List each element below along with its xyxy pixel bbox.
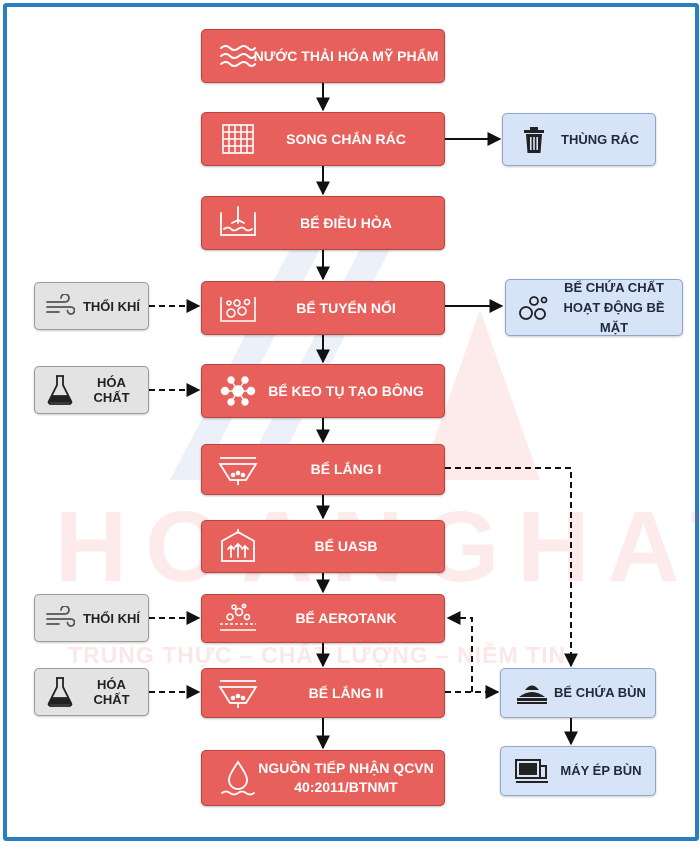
arrow-lang1-to-bun [445, 467, 578, 668]
settling-tank-icon [216, 673, 260, 713]
input-thoi-khi-2: THỔI KHÍ [34, 594, 149, 642]
input-hoa-chat-1: HÓA CHẤT [34, 366, 149, 414]
step-label: BỂ TUYỂN NỔI [296, 299, 396, 316]
grate-icon [216, 119, 260, 159]
step-be-uasb: BỂ UASB [201, 520, 445, 573]
output-label: BỂ CHỨA BÙN [554, 685, 646, 700]
step-label: BỂ AEROTANK [295, 610, 397, 626]
step-label: BỂ KEO TỤ TẠO BÔNG [268, 382, 424, 399]
output-thung-rac: THÙNG RÁC [502, 113, 656, 166]
trash-bin-icon [521, 125, 547, 155]
step-be-keo-tu: BỂ KEO TỤ TẠO BÔNG [201, 364, 445, 418]
step-label: BỂ ĐIỀU HÒA [300, 214, 392, 231]
aeration-tank-icon [216, 599, 260, 639]
press-machine-icon [513, 756, 551, 786]
output-label: MÁY ÉP BÙN [560, 763, 642, 778]
mixer-tank-icon [216, 203, 260, 243]
step-be-lang-1: BỂ LẮNG I [201, 444, 445, 495]
flask-icon [43, 675, 77, 709]
sludge-icon [515, 680, 549, 706]
flocculation-icon [216, 371, 260, 411]
output-be-chua-bun: BỂ CHỨA BÙN [500, 668, 656, 718]
step-label: NGUỒN TIẾP NHẬN QCVN 40:2011/BTNMT [258, 760, 434, 795]
arrow-return-sludge [446, 611, 473, 692]
input-label: THỔI KHÍ [82, 610, 141, 626]
output-label: BỂ CHỨA CHẤT HOẠT ĐỘNG BỀ MẶT [563, 279, 665, 335]
output-be-chua-chat: BỂ CHỨA CHẤT HOẠT ĐỘNG BỀ MẶT [505, 279, 683, 336]
settling-tank-icon [216, 450, 260, 490]
input-hoa-chat-2: HÓA CHẤT [34, 668, 149, 716]
input-label: HÓA CHẤT [93, 375, 130, 405]
step-label: BỂ LẮNG I [310, 461, 382, 477]
wind-icon [43, 289, 77, 323]
step-song-chan-rac: SONG CHẮN RÁC [201, 112, 445, 166]
uasb-tank-icon [216, 527, 260, 567]
step-be-aerotank: BỂ AEROTANK [201, 594, 445, 643]
step-label: BỂ UASB [314, 538, 378, 554]
step-be-tuyen-noi: BỂ TUYỂN NỔI [201, 281, 445, 335]
step-be-lang-2: BỂ LẮNG II [201, 668, 445, 718]
wave-icon [216, 36, 260, 76]
step-be-dieu-hoa: BỂ ĐIỀU HÒA [201, 196, 445, 250]
input-label: THỔI KHÍ [82, 298, 141, 314]
bubbles-tank-icon [216, 288, 260, 328]
step-nuoc-thai: NƯỚC THẢI HÓA MỸ PHẨM [201, 29, 445, 83]
output-may-ep-bun: MÁY ÉP BÙN [500, 746, 656, 796]
step-label: NƯỚC THẢI HÓA MỸ PHẨM [253, 47, 439, 64]
bubbles-icon [516, 292, 550, 324]
flask-icon [43, 373, 77, 407]
input-label: HÓA CHẤT [93, 677, 130, 707]
step-nguon-tiep-nhan: NGUỒN TIẾP NHẬN QCVN 40:2011/BTNMT [201, 750, 445, 806]
output-label: THÙNG RÁC [561, 131, 639, 147]
input-thoi-khi-1: THỔI KHÍ [34, 282, 149, 330]
water-drop-icon [216, 758, 260, 798]
step-label: BỂ LẮNG II [308, 684, 384, 701]
wind-icon [43, 601, 77, 635]
step-label: SONG CHẮN RÁC [286, 130, 406, 147]
